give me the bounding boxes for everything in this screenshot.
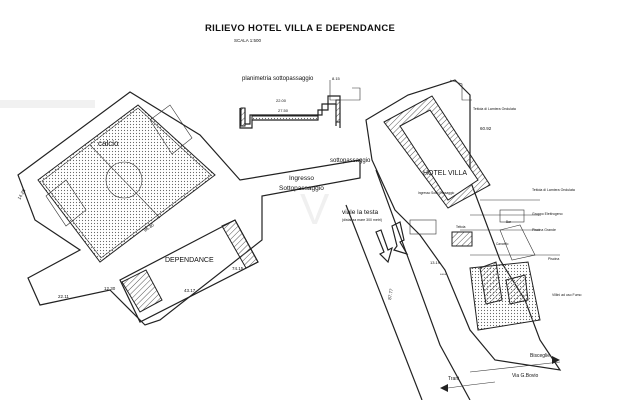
dim-viale-len: 87.77	[387, 288, 394, 300]
legend-notes: Tettoia di Lamiera Ondulata Tettoia di L…	[473, 107, 582, 297]
entrance-label-line1: Ingresso	[289, 175, 314, 182]
viale-road: viale la testa (distanza mare 300 metri)…	[342, 169, 471, 400]
dim-plan-side: 8.15	[332, 76, 341, 81]
bisceglie-label: Bisceglie	[530, 353, 550, 359]
viale-label-line1: viale la testa	[342, 209, 379, 216]
legend-note: Piscina	[548, 257, 559, 261]
hotel-stars: ****	[440, 272, 447, 277]
underpass-plan: planimetria sottopassaggio 22.00 27.50 8…	[239, 76, 361, 129]
legend-note: Villini ad uso Fumo	[552, 293, 582, 297]
underpass-ramp-right	[335, 99, 341, 123]
legend-note: Tettoia di Lamiera Ondulata	[473, 107, 516, 111]
drawing-scale: SCALA 1:500	[234, 38, 262, 43]
hotel-villa-block: HOTEL VILLA **** 60.92	[365, 79, 562, 371]
legend-note: Tettoia di Lamiera Ondulata	[532, 188, 575, 192]
small-notes: Ingresso Sotto Passaggio Tettoia Cancell…	[418, 191, 512, 246]
football-field	[37, 104, 216, 263]
football-area: calcio 96.30 22.11 14.25	[17, 91, 361, 326]
dim-plan-mid: 27.50	[278, 108, 289, 113]
dim-plan-top: 22.00	[276, 98, 287, 103]
dim-hotel-side: 60.92	[480, 126, 492, 131]
dim-side-a: 14.25	[17, 188, 27, 201]
legend-note: Gruppo Elettrogeno	[532, 212, 563, 216]
dependance-hatch-right	[221, 219, 259, 269]
dim-dep-width: 74.15	[232, 266, 244, 271]
dim-dep-base: 43.17	[184, 288, 196, 293]
via-bovio-label: Via G.Bovio	[512, 373, 539, 379]
dim-side-b: 12.30	[104, 286, 116, 291]
small-note: Ingresso Sotto Passaggio	[418, 191, 455, 195]
road-arrow-up	[391, 221, 409, 256]
viale-label-line2: (distanza mare 300 metri)	[342, 218, 382, 222]
calcio-label: calcio	[98, 139, 119, 148]
annex-1	[479, 261, 503, 305]
trani-label: Trani	[448, 376, 459, 382]
underpass-corridor	[251, 115, 319, 121]
sottopassaggio-label: sottopassaggio	[330, 158, 371, 164]
street-labels: Bisceglie Via G.Bovio Trani 13.19	[430, 260, 561, 392]
hotel-villa-label: HOTEL VILLA	[423, 170, 467, 177]
legend-note: Piscina Grande	[532, 228, 556, 232]
dim-left-stub: 22.11	[58, 294, 69, 299]
small-building	[451, 231, 473, 247]
annex-2	[505, 274, 529, 305]
dependance-hatch-left	[121, 269, 163, 313]
dim-side-c: 13.19	[430, 260, 441, 265]
arrow-bisceglie	[552, 356, 560, 364]
underpass-plan-label: planimetria sottopassaggio	[242, 76, 314, 82]
road-arrow-down	[375, 229, 393, 264]
site-boundary-left	[17, 91, 361, 326]
arrow-trani	[440, 384, 448, 392]
left-grey-area	[0, 100, 95, 108]
watermark: V	[300, 185, 330, 234]
small-note: Cancello	[496, 242, 509, 246]
dim-field-length: 96.30	[143, 222, 155, 233]
dependance-label: DEPENDANCE	[165, 257, 214, 264]
underpass-ramp-left	[240, 107, 246, 127]
small-note: Tettoia	[456, 225, 466, 229]
entrance-label-line2: Sottopassaggio	[279, 185, 324, 192]
drawing-title: RILIEVO HOTEL VILLA E DEPENDANCE	[205, 23, 395, 34]
dependance-building: DEPENDANCE 74.15 43.17 12.30	[104, 219, 259, 323]
small-note: Bar	[506, 220, 512, 224]
